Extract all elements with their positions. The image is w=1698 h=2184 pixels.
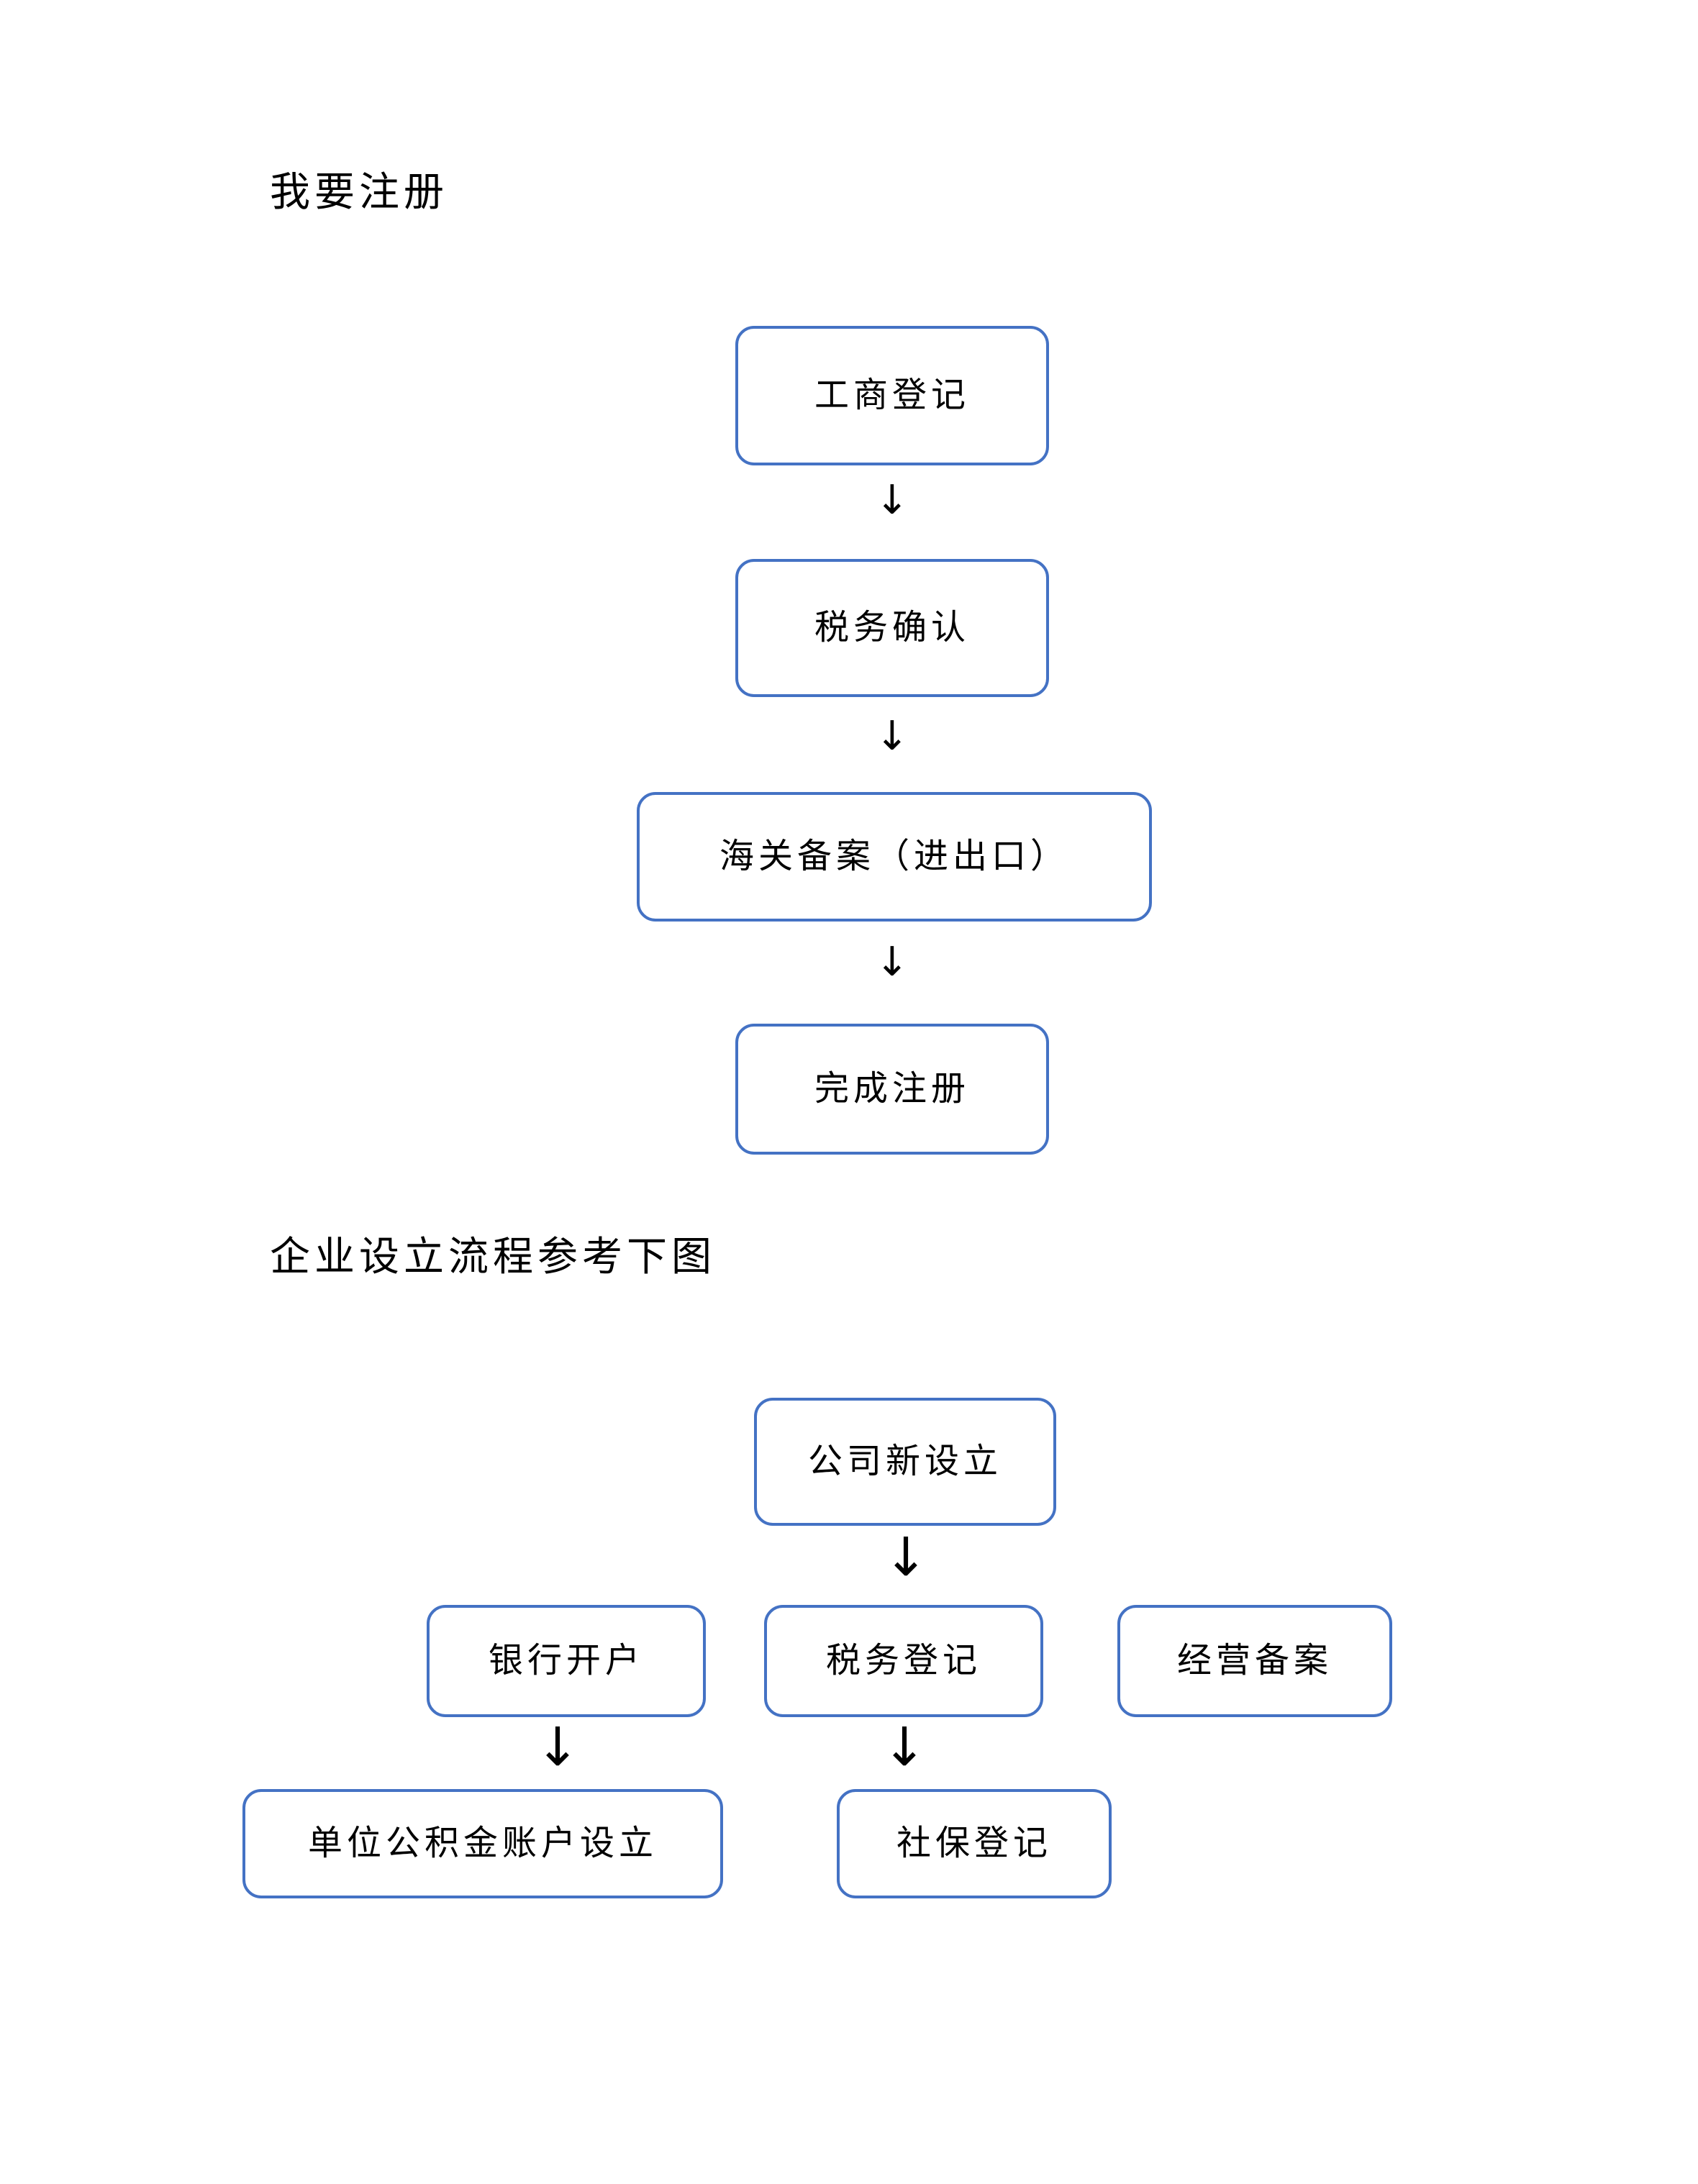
flow-node-new-company[interactable]: 公司新设立 <box>754 1398 1056 1526</box>
flow-node-label: 完成注册 <box>814 1070 970 1109</box>
flow-node-label: 海关备案（进出口） <box>719 837 1069 876</box>
flow-node-business-registration[interactable]: 工商登记 <box>735 326 1049 465</box>
arrow-down-icon-4: ↓ <box>884 1526 929 1588</box>
flow-node-social-insurance[interactable]: 社保登记 <box>837 1789 1112 1898</box>
flow-node-bank-account[interactable]: 银行开户 <box>427 1605 706 1717</box>
arrow-down-icon-5: ↓ <box>535 1716 581 1778</box>
flow-node-label: 单位公积金账户设立 <box>307 1824 658 1863</box>
flow-node-label: 银行开户 <box>488 1642 644 1680</box>
flow-node-label: 社保登记 <box>896 1824 1052 1863</box>
flow-node-housing-fund-account[interactable]: 单位公积金账户设立 <box>242 1789 723 1898</box>
page-title-register: 我要注册 <box>270 170 448 215</box>
flow-node-registration-complete[interactable]: 完成注册 <box>735 1024 1049 1155</box>
arrow-down-icon-2: ↓ <box>875 713 909 760</box>
arrow-down-icon-3: ↓ <box>875 939 909 986</box>
arrow-down-icon-6: ↓ <box>882 1716 927 1778</box>
flow-node-label: 工商登记 <box>814 376 970 415</box>
flow-node-business-filing[interactable]: 经营备案 <box>1117 1605 1392 1717</box>
flow-node-customs-filing[interactable]: 海关备案（进出口） <box>637 792 1152 922</box>
flow-node-label: 税务登记 <box>825 1642 981 1680</box>
flow-node-tax-registration[interactable]: 税务登记 <box>764 1605 1043 1717</box>
page-title-setup-flow: 企业设立流程参考下图 <box>270 1235 716 1280</box>
flow-node-label: 税务确认 <box>814 609 970 647</box>
arrow-down-icon-1: ↓ <box>875 477 909 524</box>
flow-node-label: 经营备案 <box>1176 1642 1332 1680</box>
flow-node-label: 公司新设立 <box>807 1442 1002 1481</box>
flow-node-tax-confirmation[interactable]: 税务确认 <box>735 559 1049 697</box>
